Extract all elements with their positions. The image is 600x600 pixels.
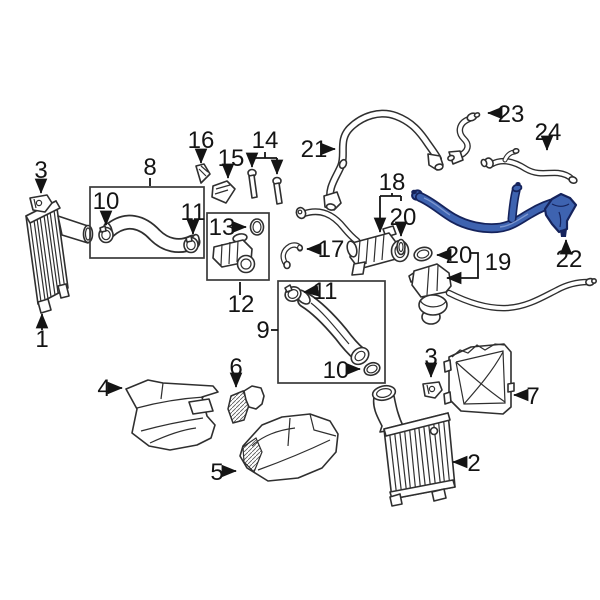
part-5-lower-duct: [239, 413, 339, 482]
part-10-oring-b: [363, 361, 381, 377]
part-19-pump-and-hose: [408, 263, 597, 325]
callout-6: 6: [229, 354, 243, 388]
callout-3-bottom-label: 3: [424, 344, 437, 371]
callout-20-right: 20: [436, 242, 473, 269]
callout-19-label: 19: [485, 249, 512, 276]
callout-21: 21: [301, 136, 336, 163]
callout-7: 7: [513, 383, 540, 410]
callout-13: 13: [209, 214, 247, 241]
part-3-bracket-bottom: [422, 381, 443, 399]
part-14-bolts: [247, 168, 283, 205]
part-2-intercooler-radiator: [371, 384, 456, 507]
callout-21-label: 21: [301, 136, 328, 163]
callout-10-box9: 10: [323, 357, 361, 384]
callout-2-label: 2: [467, 450, 480, 477]
callout-3-top-label: 3: [34, 157, 47, 184]
part-7-air-guide: [443, 343, 515, 415]
callout-18: 18: [373, 169, 406, 233]
part-21-hose: [323, 109, 444, 211]
callout-20-mid-label: 20: [390, 204, 417, 231]
callout-5-label: 5: [210, 459, 223, 486]
callout-3-bottom: 3: [424, 344, 438, 378]
callout-6-label: 6: [229, 354, 242, 381]
callout-1-label: 1: [35, 326, 48, 353]
callout-7-label: 7: [526, 383, 539, 410]
part-20-seal-a: [396, 238, 406, 256]
part-12-y-connector: [212, 233, 256, 274]
group-box-12: [206, 212, 270, 281]
callout-15-label: 15: [218, 145, 245, 172]
part-24-hose: [480, 147, 578, 184]
callout-1: 1: [35, 313, 49, 353]
callout-12: 12: [228, 282, 255, 318]
callout-11-box9: 11: [303, 278, 338, 305]
callout-24: 24: [535, 119, 562, 151]
callout-9-label: 9: [256, 317, 269, 344]
part-22-charge-air-hose-highlighted: [411, 182, 578, 237]
part-15-clip: [211, 180, 236, 204]
group-box-8: [89, 186, 205, 259]
callout-16-label: 16: [188, 127, 215, 154]
part-20-oring-b: [413, 246, 433, 262]
callout-22: 22: [556, 239, 583, 273]
callout-10-box8-label: 10: [93, 188, 120, 215]
part-3-bracket-top: [29, 194, 53, 213]
callout-20-right-label: 20: [446, 242, 473, 269]
callout-4-label: 4: [97, 375, 110, 402]
callout-8: 8: [143, 154, 157, 186]
callout-23: 23: [487, 101, 525, 128]
callout-20-mid: 20: [390, 204, 417, 237]
part-17-pipe-bracket: [280, 242, 304, 270]
callout-8-label: 8: [143, 154, 156, 181]
callout-2: 2: [452, 450, 481, 477]
part-4-air-duct: [125, 379, 219, 451]
callout-3-top: 3: [34, 157, 48, 194]
callout-10-box8: 10: [93, 188, 120, 226]
callout-9: 9: [256, 317, 278, 344]
callout-13-label: 13: [209, 214, 236, 241]
callout-17: 17: [306, 236, 345, 263]
part-10-clamp-a: [98, 225, 114, 244]
part-23-hose: [447, 112, 481, 165]
callout-14-label: 14: [252, 127, 279, 154]
callout-18-label: 18: [379, 169, 406, 196]
part-1-intercooler: [25, 200, 94, 314]
callout-5: 5: [210, 459, 237, 486]
callout-22-label: 22: [556, 246, 583, 273]
part-11-clamp-b: [284, 284, 302, 302]
callout-12-label: 12: [228, 291, 255, 318]
callout-16: 16: [188, 127, 215, 164]
callout-11-box9-label: 11: [313, 278, 338, 305]
callout-11-box8-label: 11: [181, 199, 206, 226]
part-16-screw: [195, 163, 211, 184]
part-6-bracket: [227, 385, 265, 424]
callout-15: 15: [218, 145, 245, 179]
callout-24-label: 24: [535, 119, 562, 146]
callout-17-label: 17: [318, 236, 345, 263]
part-13-oring: [249, 218, 265, 236]
callout-19: 19: [446, 249, 512, 285]
part-11-clamp-a: [183, 235, 199, 254]
callout-23-label: 23: [498, 101, 525, 128]
callout-4: 4: [97, 375, 123, 402]
callout-10-box9-label: 10: [323, 357, 350, 384]
group-box-9: [277, 280, 386, 384]
callout-11-box8: 11: [181, 199, 206, 235]
callout-14: 14: [245, 127, 284, 175]
